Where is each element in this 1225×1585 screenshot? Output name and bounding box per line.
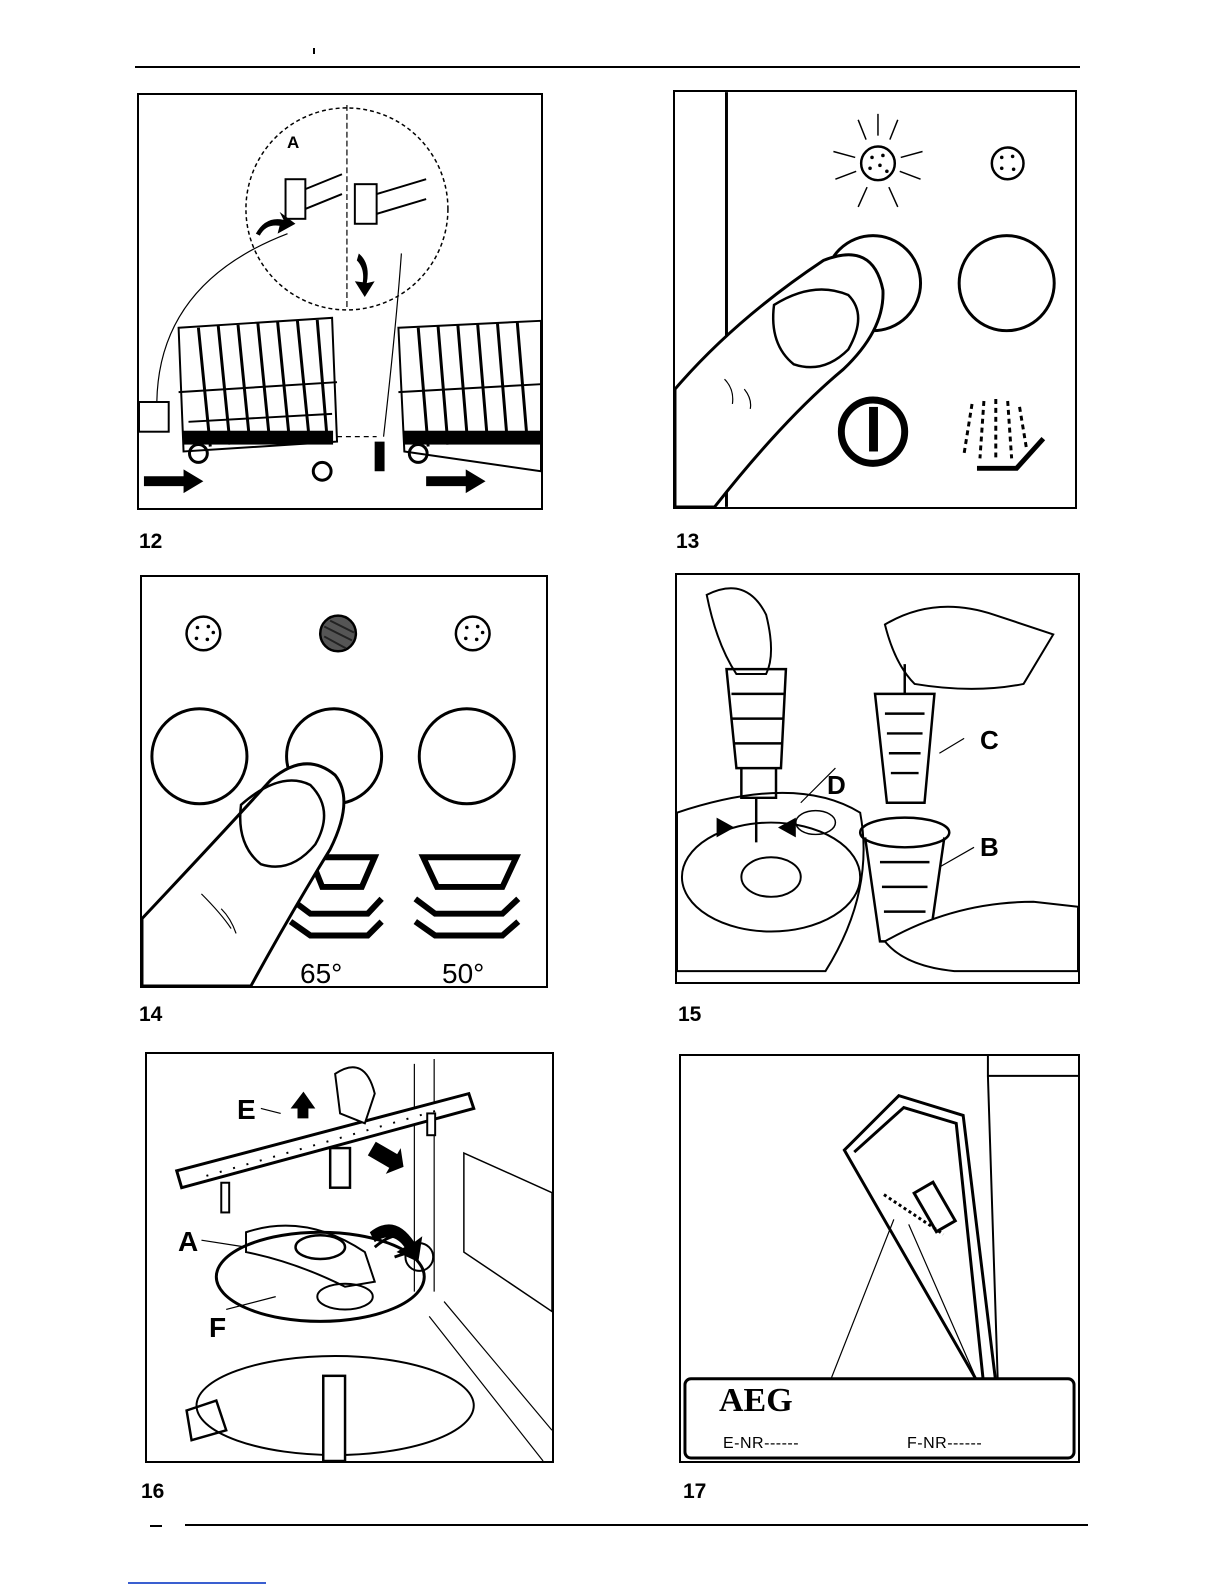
rotate-arrow-icon [355, 253, 375, 297]
figure-16-label-f: F [209, 1312, 226, 1344]
plate-e-nr: E-NR------ [723, 1435, 799, 1453]
figure-17-panel: AEG E-NR------ F-NR------ [679, 1054, 1080, 1463]
finger [142, 764, 344, 986]
indicator-light-icon [833, 114, 922, 207]
figure-15-label-b: B [980, 832, 999, 863]
dish-basket-right [398, 321, 541, 472]
figure-12-number: 12 [139, 530, 162, 554]
footer-rule [185, 1524, 1088, 1526]
figure-17-number: 17 [683, 1480, 706, 1504]
basket-rail-icon [286, 174, 427, 224]
figure-15-number: 15 [678, 1003, 701, 1027]
hand-icon [885, 607, 1053, 689]
figure-13-panel [673, 90, 1077, 509]
indicator-light-icon [187, 617, 221, 651]
rotate-arrow-icon [256, 212, 296, 236]
hand-icon [707, 588, 771, 674]
plate-f-nr: F-NR------ [907, 1435, 982, 1453]
figure-15-label-d: D [827, 770, 846, 801]
temperature-65: 65° [300, 958, 342, 988]
figure-14-panel: 65° 50° [140, 575, 548, 988]
figure-16-panel: E A F [145, 1052, 554, 1463]
spray-arm-icon [177, 1094, 474, 1213]
push-arrow-icon [426, 469, 485, 493]
push-arrow-icon [144, 469, 203, 493]
figure-12-illustration [139, 95, 541, 508]
header-tick [313, 48, 315, 54]
figure-15-label-c: C [980, 725, 999, 756]
footer-link-underline [128, 1582, 266, 1584]
figure-16-label-e: E [237, 1094, 256, 1126]
program-button-3 [419, 709, 514, 804]
figure-16-number: 16 [141, 1480, 164, 1504]
indicator-light-icon [992, 148, 1024, 180]
door-icon [844, 1096, 995, 1383]
figure-13-illustration [675, 92, 1075, 507]
figure-15-illustration [677, 575, 1078, 982]
figure-14-number: 14 [139, 1003, 162, 1027]
figure-12-label-a: A [287, 133, 299, 153]
footer-dash [150, 1525, 162, 1527]
figure-16-illustration [147, 1054, 552, 1461]
wash-basin-icon [415, 857, 518, 935]
temperature-50: 50° [442, 958, 484, 988]
program-button-2 [959, 236, 1054, 331]
finger [675, 255, 883, 507]
indicator-light-icon [320, 616, 356, 652]
figure-14-illustration [142, 577, 546, 986]
spray-icon [964, 399, 1026, 460]
filter-cylinder-icon [727, 669, 786, 842]
figure-12-panel: A [137, 93, 543, 510]
plate-brand: AEG [719, 1382, 793, 1420]
dish-basket-left [179, 318, 337, 480]
hand-icon [335, 1067, 375, 1123]
figure-13-number: 13 [676, 530, 699, 554]
figure-15-panel: C D B [675, 573, 1080, 984]
indicator-light-icon [456, 617, 490, 651]
program-button-1 [152, 709, 247, 804]
power-symbol-icon [841, 400, 904, 463]
header-rule [135, 66, 1080, 68]
figure-16-label-a: A [178, 1226, 198, 1258]
